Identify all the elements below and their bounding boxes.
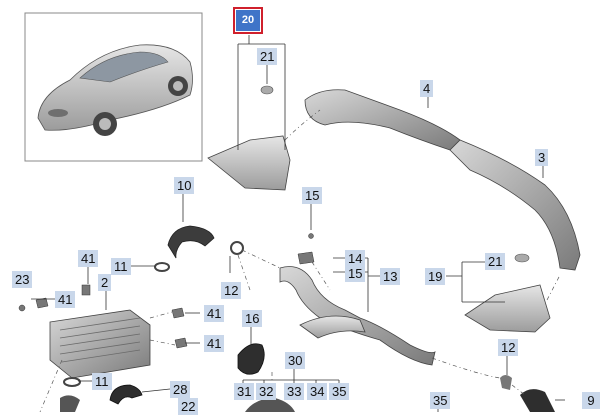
hose-28 [60,377,143,412]
muffler-31-35 [245,398,295,412]
callout-33[interactable]: 33 [284,383,305,400]
bracket-19 [464,253,551,333]
air-duct-4 [304,89,461,151]
charge-pipe-13 [279,266,436,366]
callout-10[interactable]: 10 [174,177,195,194]
callout-41-c[interactable]: 41 [204,305,225,322]
callout-32[interactable]: 32 [256,383,277,400]
callout-12-a[interactable]: 12 [221,282,242,299]
air-duct-3 [449,139,581,271]
callout-23[interactable]: 23 [12,271,33,288]
hose-9 [500,375,555,412]
callout-14[interactable]: 14 [345,250,366,267]
callout-20-highlighted[interactable]: 20 [233,7,263,34]
callout-2[interactable]: 2 [98,274,112,291]
bracket-20 [207,85,291,191]
callout-21[interactable]: 21 [257,48,278,65]
callout-3[interactable]: 3 [535,149,549,166]
intercooler-2 [49,309,151,379]
callout-11-b[interactable]: 11 [92,373,112,390]
callout-41-b[interactable]: 41 [55,291,76,308]
callout-35-a[interactable]: 35 [329,383,350,400]
callout-35-b[interactable]: 35 [430,392,451,409]
callout-11-a[interactable]: 11 [111,258,131,275]
callout-41-d[interactable]: 41 [204,335,225,352]
callout-41-a[interactable]: 41 [78,250,99,267]
hose-16 [237,343,265,375]
callout-9[interactable]: 9 [582,392,600,409]
hose-10 [154,225,244,272]
callout-34[interactable]: 34 [307,383,328,400]
callout-19[interactable]: 19 [425,268,446,285]
callout-15[interactable]: 15 [302,187,323,204]
vehicle-thumbnail [24,12,203,162]
callout-31[interactable]: 31 [234,383,255,400]
callout-30[interactable]: 30 [285,352,306,369]
callout-15-b[interactable]: 15 [345,265,366,282]
callout-21-b[interactable]: 21 [485,253,506,270]
callout-13[interactable]: 13 [380,268,401,285]
callout-22[interactable]: 22 [178,398,199,415]
callout-16[interactable]: 16 [242,310,263,327]
callout-28[interactable]: 28 [170,381,191,398]
callout-4[interactable]: 4 [420,80,434,97]
callout-12-b[interactable]: 12 [498,339,519,356]
fasteners [18,233,315,349]
